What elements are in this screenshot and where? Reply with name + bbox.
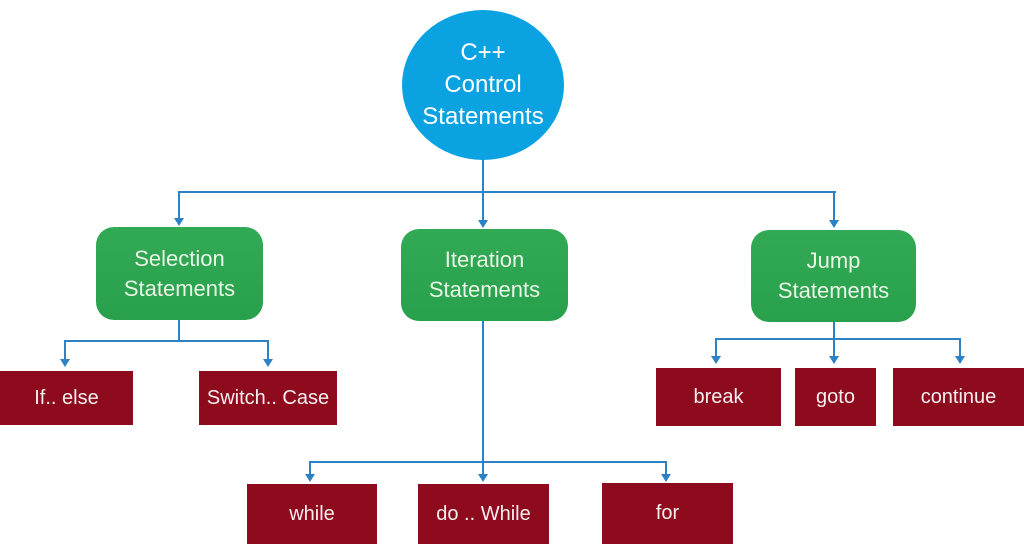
connector-drop-break <box>715 338 717 357</box>
root-label-line3: Statements <box>422 102 544 130</box>
arrowhead-break-icon <box>711 356 721 364</box>
node-switch-case: Switch.. Case <box>199 371 337 425</box>
connector-selection-stem <box>178 320 180 341</box>
root-label-line1: C++ <box>460 39 506 67</box>
branch-label: Jump Statements <box>777 248 890 303</box>
connector-jump-horizontal <box>715 338 961 340</box>
leaf-label: do .. While <box>436 502 531 525</box>
arrowhead-dowhile-icon <box>478 474 488 482</box>
arrowhead-switchcase-icon <box>263 359 273 367</box>
connector-drop-ifelse <box>64 340 66 360</box>
arrowhead-ifelse-icon <box>60 359 70 367</box>
node-selection-statements: Selection Statements <box>96 227 263 320</box>
connector-selection-horizontal <box>64 340 269 342</box>
node-if-else: If.. else <box>0 371 133 425</box>
arrowhead-continue-icon <box>955 356 965 364</box>
connector-iteration-horizontal <box>309 461 667 463</box>
node-root-cpp-control-statements: C++ Control Statements <box>402 10 564 160</box>
connector-drop-continue <box>959 338 961 357</box>
arrowhead-while-icon <box>305 474 315 482</box>
node-iteration-statements: Iteration Statements <box>401 229 568 321</box>
arrowhead-goto-icon <box>829 356 839 364</box>
leaf-label: Switch.. Case <box>206 386 330 409</box>
connector-jump-stem <box>833 322 835 339</box>
arrowhead-for-icon <box>661 474 671 482</box>
branch-label: Selection Statements <box>123 245 236 301</box>
connector-iteration-stem <box>482 321 484 462</box>
node-continue: continue <box>893 368 1024 426</box>
node-jump-statements: Jump Statements <box>751 230 916 322</box>
leaf-label: while <box>289 502 335 525</box>
arrowhead-iteration-icon <box>478 220 488 228</box>
connector-drop-dowhile <box>482 461 484 475</box>
connector-drop-jump <box>833 191 835 221</box>
node-do-while: do .. While <box>418 484 549 544</box>
leaf-label: continue <box>920 385 997 408</box>
arrowhead-jump-icon <box>829 220 839 228</box>
connector-drop-while <box>309 461 311 475</box>
connector-top-horizontal <box>178 191 836 193</box>
root-label-line2: Control <box>444 71 522 99</box>
connector-drop-for <box>665 461 667 475</box>
leaf-label: If.. else <box>34 386 99 409</box>
leaf-label: goto <box>816 385 855 408</box>
connector-drop-iteration <box>482 191 484 221</box>
leaf-label: for <box>655 502 680 524</box>
leaf-label: break <box>693 385 744 408</box>
connector-drop-switchcase <box>267 340 269 360</box>
connector-drop-goto <box>833 338 835 357</box>
connector-root-stem <box>482 158 484 192</box>
arrowhead-selection-icon <box>174 218 184 226</box>
branch-label: Iteration Statements <box>428 247 541 302</box>
node-while: while <box>247 484 377 544</box>
node-goto: goto <box>795 368 876 426</box>
connector-drop-selection <box>178 191 180 219</box>
node-break: break <box>656 368 781 426</box>
node-for: for <box>602 483 733 544</box>
